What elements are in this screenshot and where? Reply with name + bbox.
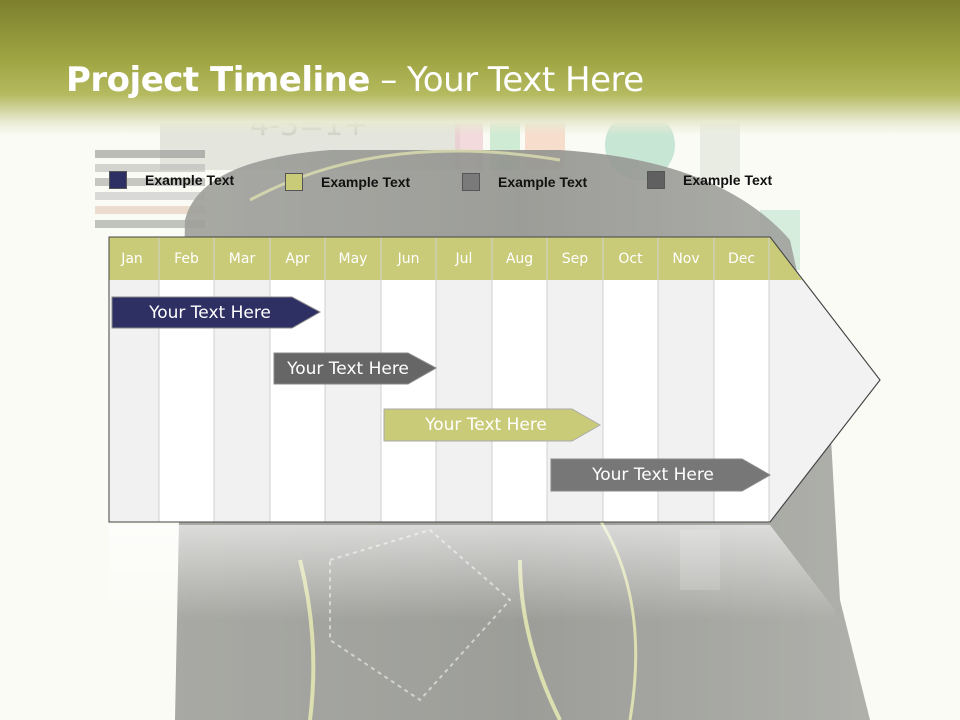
- task-label-2: Your Text Here: [287, 359, 409, 379]
- task-bar-3[interactable]: [383, 408, 602, 442]
- month-header-band: [109, 237, 802, 280]
- task-bar-4[interactable]: [550, 458, 772, 492]
- title-bold: Project Timeline: [66, 60, 370, 100]
- month-label-mar: Mar: [228, 251, 256, 267]
- month-label-jun: Jun: [397, 251, 420, 267]
- legend-item-1: Example Text: [109, 170, 234, 190]
- legend-swatch-2: [285, 173, 303, 191]
- legend-item-4: Example Text: [647, 170, 772, 190]
- legend-swatch-4: [647, 171, 665, 189]
- month-column-may: [325, 280, 381, 522]
- legend-item-3: Example Text: [462, 172, 587, 192]
- legend-label-2: Example Text: [321, 174, 411, 190]
- month-label-jul: Jul: [455, 251, 473, 267]
- legend-swatch-3: [462, 173, 480, 191]
- legend-label-4: Example Text: [683, 172, 773, 188]
- task-label-3: Your Text Here: [425, 415, 547, 435]
- task-bar-1[interactable]: [111, 296, 322, 329]
- legend-label-1: Example Text: [145, 172, 235, 188]
- month-label-feb: Feb: [174, 251, 199, 267]
- month-label-sep: Sep: [561, 251, 589, 267]
- month-column-jun: [381, 280, 436, 522]
- month-label-nov: Nov: [672, 251, 700, 267]
- legend-swatch-1: [109, 171, 127, 189]
- legend-label-3: Example Text: [498, 174, 588, 190]
- month-label-oct: Oct: [618, 251, 643, 267]
- month-label-dec: Dec: [727, 251, 756, 267]
- legend-item-2: Example Text: [285, 172, 410, 192]
- month-label-aug: Aug: [505, 251, 534, 267]
- title-bar: [0, 0, 960, 135]
- month-label-apr: Apr: [285, 251, 310, 267]
- month-label-jan: Jan: [121, 251, 143, 267]
- title-rest: – Your Text Here: [369, 60, 644, 100]
- month-column-jul: [436, 280, 492, 522]
- month-label-may: May: [338, 251, 368, 267]
- task-label-1: Your Text Here: [149, 303, 271, 323]
- task-label-4: Your Text Here: [592, 465, 714, 485]
- month-column-aug: [492, 280, 547, 522]
- timeline-reflection: [109, 525, 835, 620]
- slide-title: Project Timeline – Your Text Here: [66, 60, 644, 100]
- task-bar-2[interactable]: [273, 352, 438, 385]
